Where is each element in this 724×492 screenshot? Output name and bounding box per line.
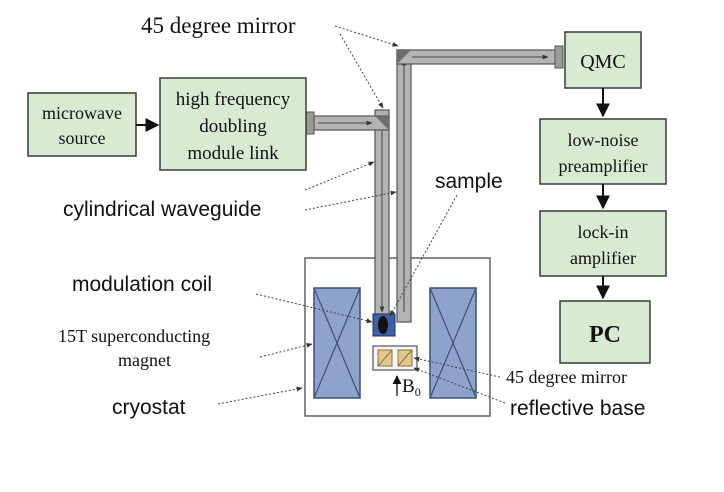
label-mirror-bottom: 45 degree mirror — [506, 367, 627, 387]
svg-text:high frequency: high frequency — [176, 89, 291, 110]
svg-text:preamplifier: preamplifier — [559, 156, 648, 176]
mirror-left-corner — [375, 116, 389, 130]
preamplifier-box: low-noise preamplifier — [539, 118, 667, 185]
label-mirror-top: 45 degree mirror — [141, 13, 296, 38]
svg-text:QMC: QMC — [580, 51, 626, 73]
b0-label: B0 — [402, 376, 421, 399]
magnet-coil-left — [313, 287, 361, 399]
qmc-flange — [554, 45, 564, 69]
svg-text:amplifier: amplifier — [570, 248, 636, 268]
svg-text:PC: PC — [589, 322, 621, 348]
pc-box: PC — [559, 300, 651, 364]
svg-text:source: source — [59, 128, 106, 148]
label-magnet-1: 15T superconducting — [58, 326, 210, 346]
label-magnet-2: magnet — [118, 350, 171, 370]
magnet-coil-right — [429, 287, 477, 399]
sample — [378, 316, 388, 334]
svg-text:doubling: doubling — [199, 116, 267, 137]
svg-text:lock-in: lock-in — [578, 222, 629, 242]
mirror-top-corner — [397, 50, 411, 64]
svg-text:microwave: microwave — [42, 103, 122, 123]
label-sample: sample — [435, 170, 503, 193]
label-cryostat: cryostat — [112, 396, 186, 419]
label-modulation-coil: modulation coil — [72, 273, 212, 296]
label-reflective-base: reflective base — [510, 397, 645, 420]
reflective-base — [372, 345, 418, 371]
lockin-box: lock-in amplifier — [539, 210, 667, 277]
label-waveguide: cylindrical waveguide — [63, 198, 261, 221]
microwave-source-box: microwave source — [27, 92, 137, 157]
doubling-module-box: high frequency doubling module link — [159, 77, 307, 171]
svg-text:low-noise: low-noise — [568, 130, 639, 150]
qmc-box: QMC — [564, 31, 642, 89]
svg-text:module link: module link — [187, 143, 279, 164]
